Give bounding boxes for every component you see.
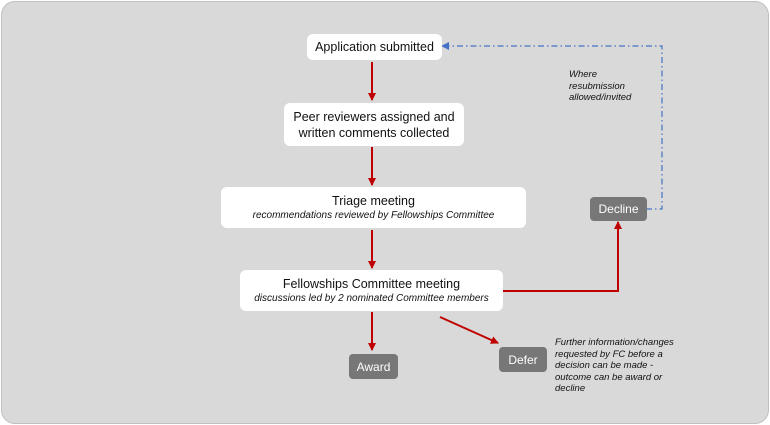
note-defer-line5: decline [555,383,586,394]
node-fc-meeting: Fellowships Committee meeting discussion… [240,270,503,311]
node-peer-review-line2: written comments collected [298,125,450,140]
note-defer-line3: decision can be made - [555,360,654,371]
note-defer-line4: outcome can be award or [555,371,663,383]
node-application-submitted: Application submitted [307,34,442,60]
node-peer-review-line1: Peer reviewers assigned and [293,109,455,124]
node-peer-review: Peer reviewers assigned and written comm… [284,103,464,146]
note-resubmission-line2: resubmission [569,80,625,92]
note-resubmission-line3: allowed/invited [569,92,632,103]
node-defer: Defer [499,347,547,372]
note-defer: Further information/changes requested by… [555,337,705,395]
node-triage-meeting-sublabel: recommendations reviewed by Fellowships … [252,209,495,221]
node-decline: Decline [590,197,647,221]
node-triage-meeting: Triage meeting recommendations reviewed … [221,187,526,228]
node-triage-meeting-label: Triage meeting [332,193,415,208]
note-resubmission-line1: Where [569,69,597,80]
arrow-fc-meeting-to-decline [503,221,622,292]
node-fc-meeting-label: Fellowships Committee meeting [282,276,461,291]
note-defer-line2: requested by FC before a [555,348,663,360]
arrow-fc-meeting-to-defer [439,316,499,344]
note-resubmission: Where resubmission allowed/invited [569,69,659,104]
resubmission-dashed-line [441,42,663,210]
node-fc-meeting-sublabel: discussions led by 2 nominated Committee… [254,292,489,304]
node-application-submitted-label: Application submitted [315,40,434,54]
note-defer-line1: Further information/changes [555,337,674,348]
node-award: Award [349,354,398,379]
